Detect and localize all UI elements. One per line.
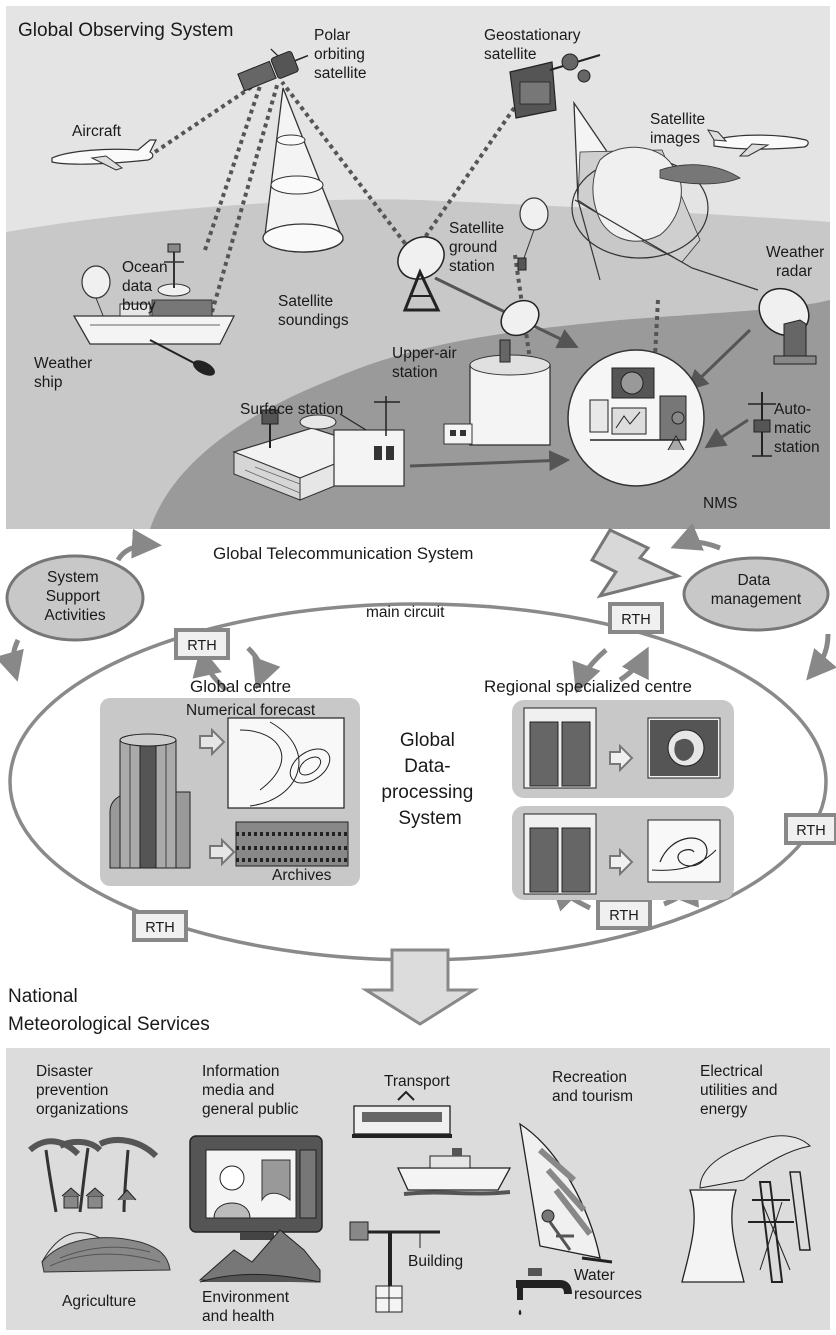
polar-satellite-icon [237, 48, 309, 92]
cloud-top-icon [659, 164, 741, 185]
crane-icon [349, 1221, 440, 1313]
regional-centre-panel-1 [512, 700, 734, 798]
geostationary-satellite-icon [509, 53, 601, 119]
svg-text:RTH: RTH [796, 823, 826, 839]
arrow-to-archives [209, 837, 236, 867]
surface-station-icon [232, 396, 405, 501]
agriculture-fields-icon [41, 1232, 171, 1273]
media-label: Information media and general public [202, 1063, 299, 1118]
automatic-station-label: Auto- matic station [774, 401, 820, 456]
weather-balloon-right [517, 197, 549, 271]
aircraft-label: Aircraft [72, 123, 122, 140]
nms-services-title: National Meteorological Services [8, 986, 210, 1035]
weather-radar-label: Weather radar [766, 244, 829, 280]
archives-icon [235, 821, 349, 867]
aircraft-icon-left [51, 139, 157, 171]
satellite-soundings-label: Satellite soundings [278, 293, 349, 329]
ocean-buoy-label: Ocean data buoy [122, 259, 172, 314]
archives-label: Archives [272, 867, 332, 884]
system-support-oval: System Support Activities [5, 554, 145, 642]
recreation-label: Recreation and tourism [552, 1069, 633, 1105]
global-centre-label: Global centre [190, 677, 291, 696]
svg-text:RTH: RTH [145, 920, 175, 936]
gdps-to-services-arrow [360, 948, 480, 1026]
numerical-forecast-label: Numerical forecast [186, 702, 316, 719]
power-plant-icon [681, 1135, 812, 1283]
forecast-map-icon [227, 717, 345, 809]
weather-ship-icon [72, 299, 236, 376]
tv-icon [189, 1135, 323, 1240]
water-tap-icon [516, 1268, 572, 1315]
electrical-label: Electrical utilities and energy [700, 1063, 782, 1118]
agriculture-label: Agriculture [62, 1293, 136, 1310]
rth-box-bottomright: RTH [596, 898, 652, 930]
svg-text:RTH: RTH [609, 908, 639, 924]
automatic-station-icon [748, 392, 776, 457]
rth-box-topright: RTH [608, 602, 664, 634]
building-label: Building [408, 1253, 463, 1270]
rth-box-right: RTH [784, 813, 836, 845]
regional-centre-label: Regional specialized centre [484, 677, 692, 696]
mountains-icon [198, 1229, 321, 1283]
global-centre-panel: Numerical forecast Archives [100, 698, 360, 886]
satellite-images-label: Satellite images [650, 111, 709, 147]
satellite-soundings-cone [262, 87, 344, 253]
tram-icon [352, 1090, 452, 1138]
disaster-label: Disaster prevention organizations [36, 1063, 128, 1118]
data-management-oval: Data management [682, 556, 830, 632]
nms-label: NMS [703, 495, 737, 512]
main-circuit-label: main circuit [366, 604, 445, 621]
ground-station-label: Satellite ground station [449, 220, 508, 275]
supercomputer-icon [109, 733, 191, 869]
polar-satellite-label: Polar orbiting satellite [314, 27, 369, 82]
weather-ship-label: Weather ship [34, 355, 97, 391]
surface-station-label: Surface station [240, 401, 343, 418]
disaster-palms-icon [28, 1137, 159, 1213]
gts-title: Global Telecommunication System [213, 544, 473, 563]
nms-to-gts-arrow [589, 528, 683, 599]
gdps-title: Global Data- processing System [381, 730, 478, 829]
svg-text:Data management: Data management [711, 572, 802, 608]
ocean-buoy-icon [157, 243, 191, 297]
svg-text:RTH: RTH [187, 638, 217, 654]
water-resources-label: Water resources [574, 1267, 642, 1303]
svg-text:System Support Act: System Support Activities [44, 569, 105, 624]
upper-air-station-label: Upper-air station [392, 345, 461, 381]
nms-centre-icon [567, 349, 705, 487]
regional-centre-panel-2 [512, 806, 734, 900]
rth-box-bottomleft: RTH [132, 910, 188, 942]
transport-ship-icon [396, 1148, 512, 1196]
upper-air-station-icon [443, 299, 551, 446]
environment-label: Environment and health [202, 1289, 293, 1325]
geostationary-satellite-label: Geostationary satellite [484, 27, 585, 63]
transport-label: Transport [384, 1073, 450, 1090]
svg-text:RTH: RTH [621, 612, 651, 628]
data-flow-arrows [409, 276, 752, 472]
weather-radar-icon [758, 287, 817, 365]
arrow-to-forecast [199, 727, 226, 757]
rth-box-topleft: RTH [174, 628, 230, 660]
windsurfer-icon [519, 1122, 613, 1264]
aircraft-icon-right [706, 129, 809, 157]
gos-title: Global Observing System [18, 20, 233, 41]
ground-station-icon [397, 236, 445, 312]
